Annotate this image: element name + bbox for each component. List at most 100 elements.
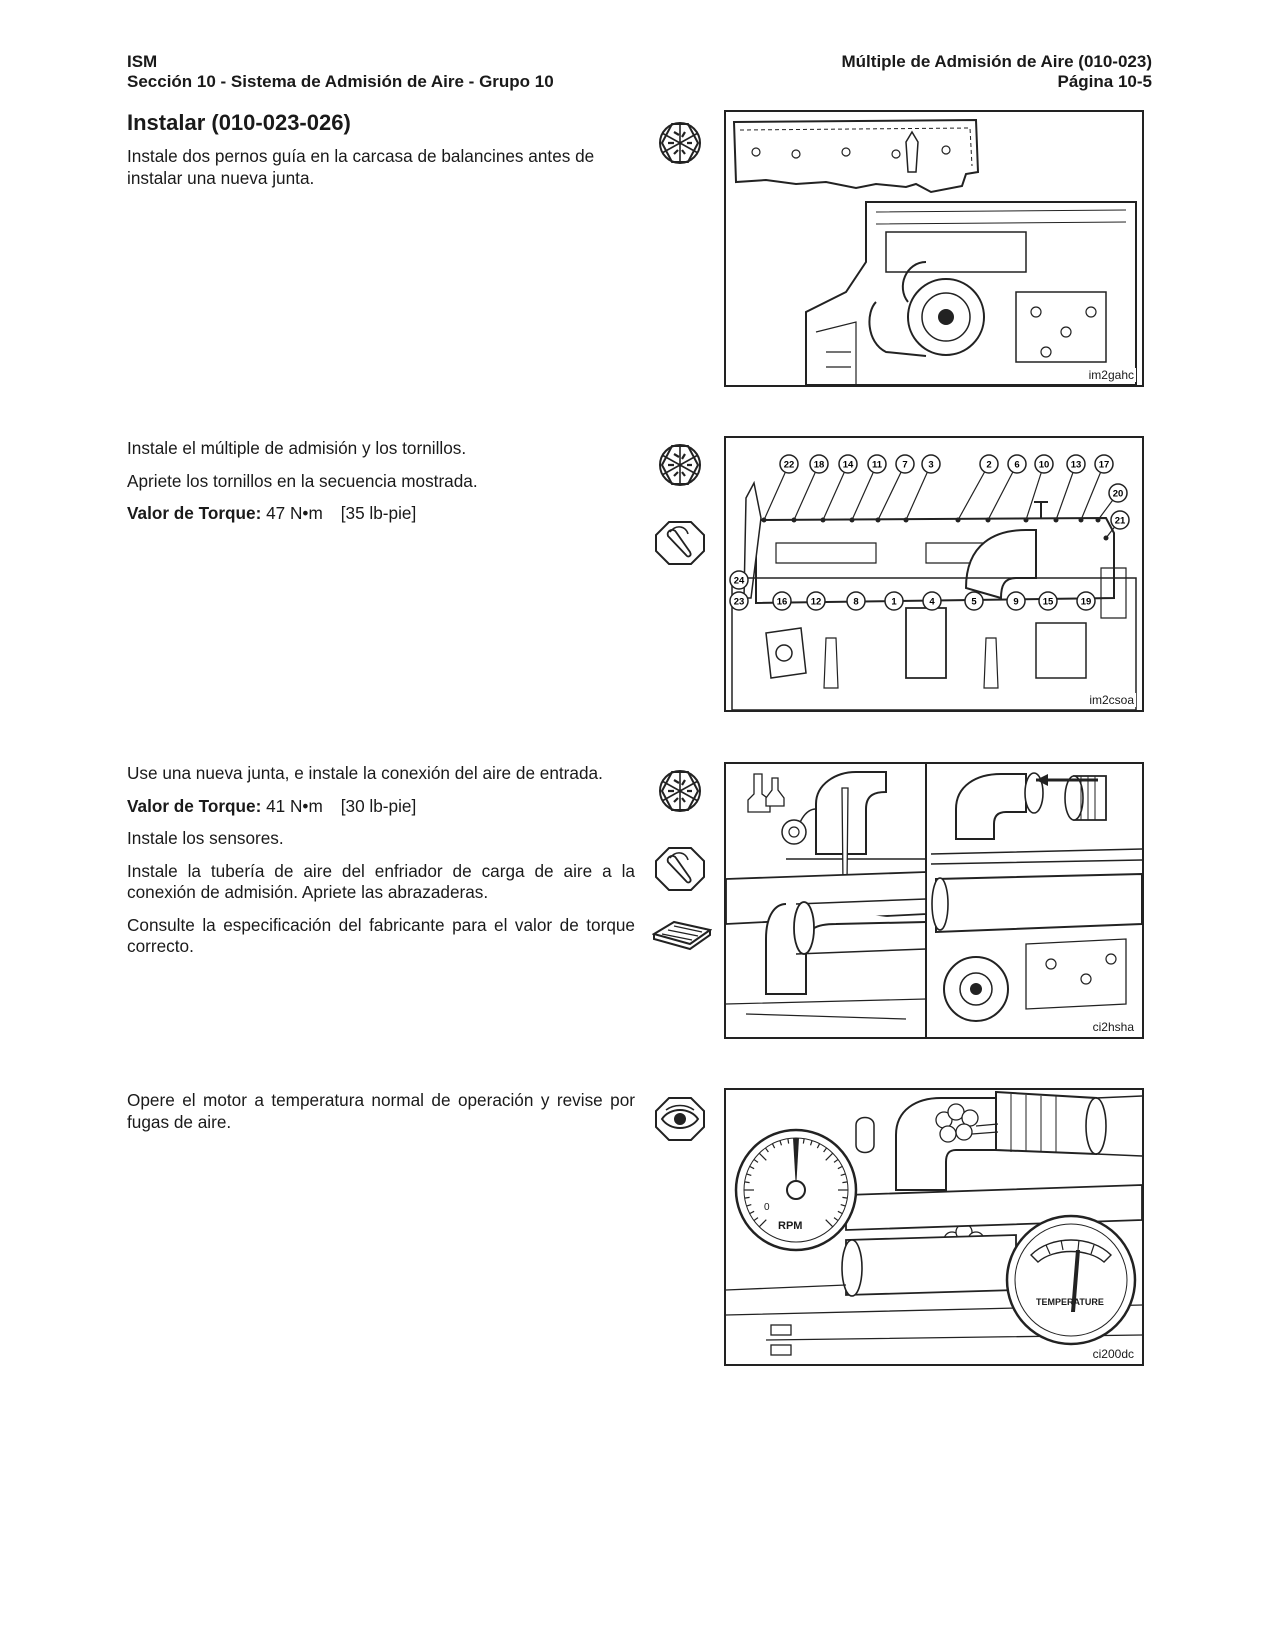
sequence-number: 10 bbox=[1039, 460, 1050, 471]
sequence-number: 3 bbox=[928, 460, 933, 471]
sequence-callout-bottom-5: 5 bbox=[964, 591, 984, 611]
sequence-number: 19 bbox=[1081, 597, 1092, 608]
sequence-callout-bottom-7: 15 bbox=[1038, 591, 1058, 611]
step-2-paragraph-2: Apriete los tornillos en la secuencia mo… bbox=[127, 470, 478, 491]
sequence-number: 18 bbox=[814, 460, 825, 471]
sequence-number: 20 bbox=[1113, 489, 1124, 500]
bolt-point bbox=[1023, 517, 1029, 523]
gauge-tick bbox=[749, 1165, 755, 1170]
sequence-number: 21 bbox=[1115, 516, 1126, 527]
bolt-point bbox=[1103, 535, 1109, 541]
step-2-paragraph-1: Instale el múltiple de admisión y los to… bbox=[127, 438, 467, 458]
step-1-paragraph: Instale dos pernos guía en la carcasa de… bbox=[127, 146, 595, 188]
sequence-callout-top-1: 18 bbox=[809, 454, 829, 474]
sequence-number: 24 bbox=[734, 576, 745, 587]
section-title: Sección 10 - Sistema de Admisión de Aire… bbox=[127, 72, 554, 91]
torque-label: Valor de Torque: bbox=[127, 503, 262, 523]
gauge-tick bbox=[758, 1152, 767, 1161]
gauge-tick bbox=[749, 1210, 755, 1215]
sequence-callout-top-2: 14 bbox=[838, 454, 858, 474]
step-3-text: Use una nueva junta, e instale la conexi… bbox=[127, 763, 635, 969]
sequence-callout-bottom-4: 4 bbox=[922, 591, 942, 611]
gauge-tick bbox=[825, 1219, 834, 1228]
sequence-number: 2 bbox=[986, 460, 991, 471]
sequence-number: 5 bbox=[971, 597, 977, 608]
figure-id: ci2hsha bbox=[1090, 1020, 1136, 1034]
gauge-tick bbox=[753, 1158, 759, 1163]
sequence-number: 8 bbox=[853, 597, 858, 608]
step-2-text: Instale el múltiple de admisión y los to… bbox=[127, 438, 635, 536]
manual-book-icon bbox=[652, 914, 712, 964]
figure-leak-check: RPM 0 TEMPERATURE ci200dc bbox=[724, 1088, 1144, 1366]
figure-id: im2gahc bbox=[1086, 368, 1136, 382]
gauge-tick bbox=[840, 1203, 846, 1207]
gauge-tick bbox=[837, 1210, 843, 1215]
gauge-tick bbox=[837, 1165, 843, 1170]
sequence-leader-line bbox=[905, 463, 932, 521]
sequence-callout-bottom-1: 12 bbox=[806, 591, 826, 611]
page-number: Página 10-5 bbox=[1057, 72, 1153, 91]
torque-value: Valor de Torque: 47 N•m[35 lb-pie] bbox=[127, 503, 635, 525]
bolt-point bbox=[1078, 517, 1084, 523]
sequence-leader-line bbox=[851, 463, 878, 521]
gauge-tick bbox=[833, 1158, 839, 1163]
rpm-gauge-zero: 0 bbox=[764, 1202, 770, 1213]
bolt-point bbox=[1053, 517, 1059, 523]
wrench-tools-icon bbox=[652, 440, 712, 490]
sequence-callout-bottom-3: 1 bbox=[884, 591, 904, 611]
figure-air-inlet-connection: ci2hsha bbox=[724, 762, 1144, 1039]
sequence-callout-top-6: 2 bbox=[979, 454, 999, 474]
gauge-tick bbox=[746, 1203, 752, 1207]
sequence-number: 6 bbox=[1014, 460, 1019, 471]
step-3-paragraph-3: Instale la tubería de aire del enfriador… bbox=[127, 860, 635, 903]
gauge-tick bbox=[816, 1143, 821, 1149]
torque-value: Valor de Torque: 41 N•m[30 lb-pie] bbox=[127, 796, 635, 818]
gauge-tick bbox=[787, 1138, 790, 1144]
gauge-tick bbox=[809, 1140, 813, 1146]
sequence-leader-line bbox=[877, 463, 906, 521]
bolt-point bbox=[849, 517, 855, 523]
procedure-title: Instalar (010-023-026) bbox=[127, 110, 351, 135]
gauge-tick bbox=[833, 1217, 839, 1222]
sequence-callout-left-1: 23 bbox=[729, 591, 749, 611]
sequence-callout-top-0: 22 bbox=[779, 454, 799, 474]
sequence-callout-right-0: 20 bbox=[1108, 483, 1128, 503]
sequence-number: 9 bbox=[1013, 597, 1018, 608]
bolt-point bbox=[985, 517, 991, 523]
sequence-number: 11 bbox=[872, 460, 883, 471]
torque-imperial: [30 lb-pie] bbox=[340, 795, 417, 816]
sequence-callout-right-1: 21 bbox=[1110, 510, 1130, 530]
gauge-tick bbox=[842, 1196, 848, 1199]
step-4-paragraph: Opere el motor a temperatura normal de o… bbox=[127, 1090, 635, 1132]
torque-label: Valor de Torque: bbox=[127, 795, 262, 816]
sequence-callout-top-3: 11 bbox=[867, 454, 887, 474]
torque-metric: 47 N•m bbox=[266, 503, 323, 523]
sequence-callout-top-7: 6 bbox=[1007, 454, 1027, 474]
rpm-gauge-label: RPM bbox=[778, 1220, 803, 1232]
figure-id: im2csoa bbox=[1087, 693, 1136, 707]
torque-wrench-icon bbox=[652, 518, 712, 568]
gauge-tick bbox=[842, 1181, 848, 1184]
page-header-right: Múltiple de Admisión de Aire (010-023) P… bbox=[842, 52, 1152, 92]
gauge-tick bbox=[764, 1147, 769, 1153]
sequence-leader-line bbox=[822, 463, 849, 521]
sequence-leader-line bbox=[793, 463, 820, 521]
sequence-callout-bottom-2: 8 bbox=[846, 591, 866, 611]
bolt-point bbox=[761, 517, 767, 523]
sequence-callout-left-0: 24 bbox=[729, 570, 749, 590]
gauge-tick bbox=[802, 1138, 805, 1144]
sequence-callout-bottom-8: 19 bbox=[1076, 591, 1096, 611]
sequence-leader-line bbox=[1055, 463, 1077, 521]
gauge-tick bbox=[758, 1219, 767, 1228]
gauge-tick bbox=[744, 1196, 750, 1199]
gauge-tick bbox=[823, 1147, 828, 1153]
gauge-tick bbox=[771, 1143, 776, 1149]
sequence-callout-top-8: 10 bbox=[1034, 454, 1054, 474]
step-3-paragraph-1: Use una nueva junta, e instale la conexi… bbox=[127, 763, 603, 783]
figure-id: ci200dc bbox=[1090, 1347, 1136, 1361]
gauge-tick bbox=[746, 1173, 752, 1177]
step-3-paragraph-2: Instale los sensores. bbox=[127, 828, 284, 848]
bolt-point bbox=[955, 517, 961, 523]
figure-guide-pins: im2gahc bbox=[724, 110, 1144, 387]
